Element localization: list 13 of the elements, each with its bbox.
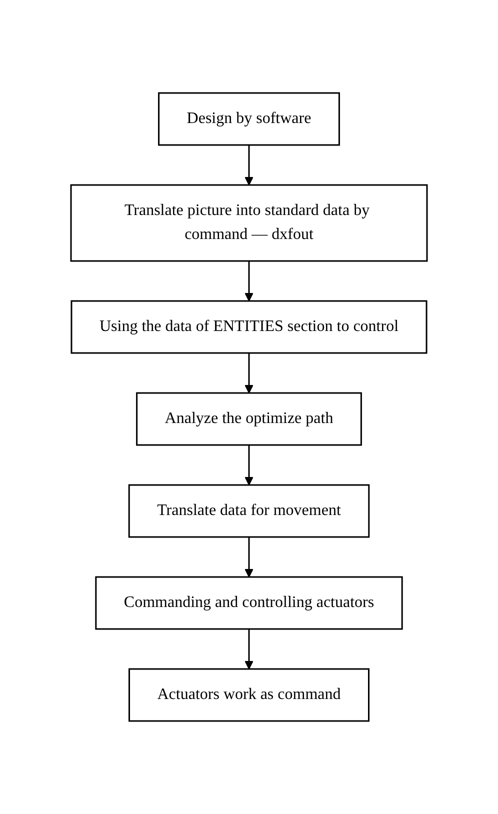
arrow	[244, 629, 254, 670]
arrow	[244, 353, 254, 394]
arrow	[244, 537, 254, 578]
node-box: Using the data of ENTITIES section to control	[70, 300, 428, 354]
node-box: Actuators work as command	[128, 668, 370, 722]
node-box: Translate picture into standard data by command — dxfout	[70, 184, 428, 262]
node-box: Design by software	[158, 92, 340, 146]
arrow	[244, 145, 254, 186]
node-box: Translate data for movement	[128, 484, 370, 538]
node-box: Commanding and controlling actuators	[95, 576, 403, 630]
arrow	[244, 261, 254, 302]
arrow	[244, 445, 254, 486]
node-box: Analyze the optimize path	[136, 392, 362, 446]
